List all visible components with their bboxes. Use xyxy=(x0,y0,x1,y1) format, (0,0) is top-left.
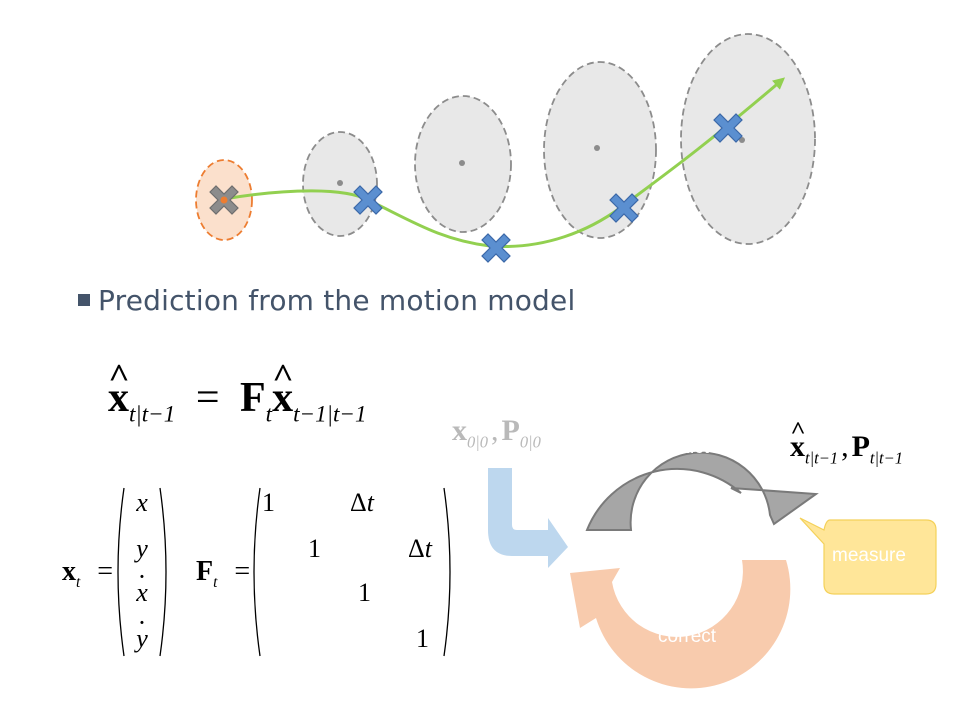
F-subscript: t xyxy=(213,573,218,591)
P-symbol: P xyxy=(851,430,870,463)
x-hat-symbol: x xyxy=(790,430,805,464)
measure-label: measure xyxy=(832,545,906,566)
x-symbol: x xyxy=(452,414,467,447)
ellipse-center-dot xyxy=(594,145,600,151)
x-subscript: t xyxy=(76,573,81,591)
x-hat-symbol: x xyxy=(272,374,293,422)
bullet-square-icon xyxy=(78,294,90,306)
initial-arrow xyxy=(488,468,568,568)
P-subscript: t|t−1 xyxy=(869,448,904,468)
P-subscript: 0|0 xyxy=(519,432,541,452)
ellipse-center-dot xyxy=(739,137,745,143)
prediction-equation: xt|t−1 = Ftxt−1|t−1 xyxy=(108,374,367,427)
comma: , xyxy=(491,414,499,447)
x-subscript: t|t−1 xyxy=(805,448,839,468)
kalman-cycle-diagram xyxy=(488,451,937,689)
matrix-entry: 1 xyxy=(416,624,429,653)
equals-sign: = xyxy=(97,556,114,587)
transition-matrix-label: Ft = xyxy=(196,556,250,592)
matrix-entry: 1 xyxy=(262,488,275,517)
F-symbol: F xyxy=(240,375,266,421)
x-hat-symbol: x xyxy=(108,374,129,422)
P-symbol: P xyxy=(501,414,520,447)
state-entry-xdot: x xyxy=(127,578,157,608)
comma: , xyxy=(841,430,849,463)
correct-arrow xyxy=(570,560,791,689)
trajectory-illustration xyxy=(195,33,816,263)
measure-callout xyxy=(799,517,937,595)
F-symbol: F xyxy=(196,556,214,587)
uncertainty-ellipse-3 xyxy=(543,61,657,239)
predicted-state-label: xt|t−1,Pt|t−1 xyxy=(790,430,903,468)
predict-arrow xyxy=(585,451,819,531)
bullet-line: Prediction from the motion model xyxy=(78,280,575,320)
state-entry-y: y xyxy=(136,534,148,563)
state-entry-ydot: y xyxy=(127,624,157,654)
rhs-subscript: t−1|t−1 xyxy=(293,400,367,427)
equals-sign: = xyxy=(234,556,251,587)
state-vector-brackets xyxy=(117,487,167,657)
state-entry-x: x xyxy=(136,488,148,517)
matrix-entry: 1 xyxy=(308,534,321,563)
F-subscript: t xyxy=(265,400,273,427)
matrix-entry: Δt xyxy=(408,534,432,563)
state-vector-label: xt = xyxy=(62,556,113,592)
x-symbol: x xyxy=(62,556,76,587)
equals-sign: = xyxy=(195,375,220,421)
matrix-entry: Δt xyxy=(350,488,374,517)
lhs-subscript: t|t−1 xyxy=(129,400,176,427)
start-point-dot xyxy=(220,196,228,204)
ellipse-center-dot xyxy=(337,180,343,186)
initial-state-label: x0|0,P0|0 xyxy=(452,414,541,452)
x-subscript: 0|0 xyxy=(467,432,489,452)
uncertainty-ellipse-4 xyxy=(680,33,816,245)
matrix-entry: 1 xyxy=(358,578,371,607)
bullet-text: Prediction from the motion model xyxy=(98,283,576,317)
predict-label: predict xyxy=(652,437,710,458)
ellipse-center-dot xyxy=(459,160,465,166)
correct-label: correct xyxy=(658,626,717,647)
transition-matrix-brackets xyxy=(253,487,451,657)
